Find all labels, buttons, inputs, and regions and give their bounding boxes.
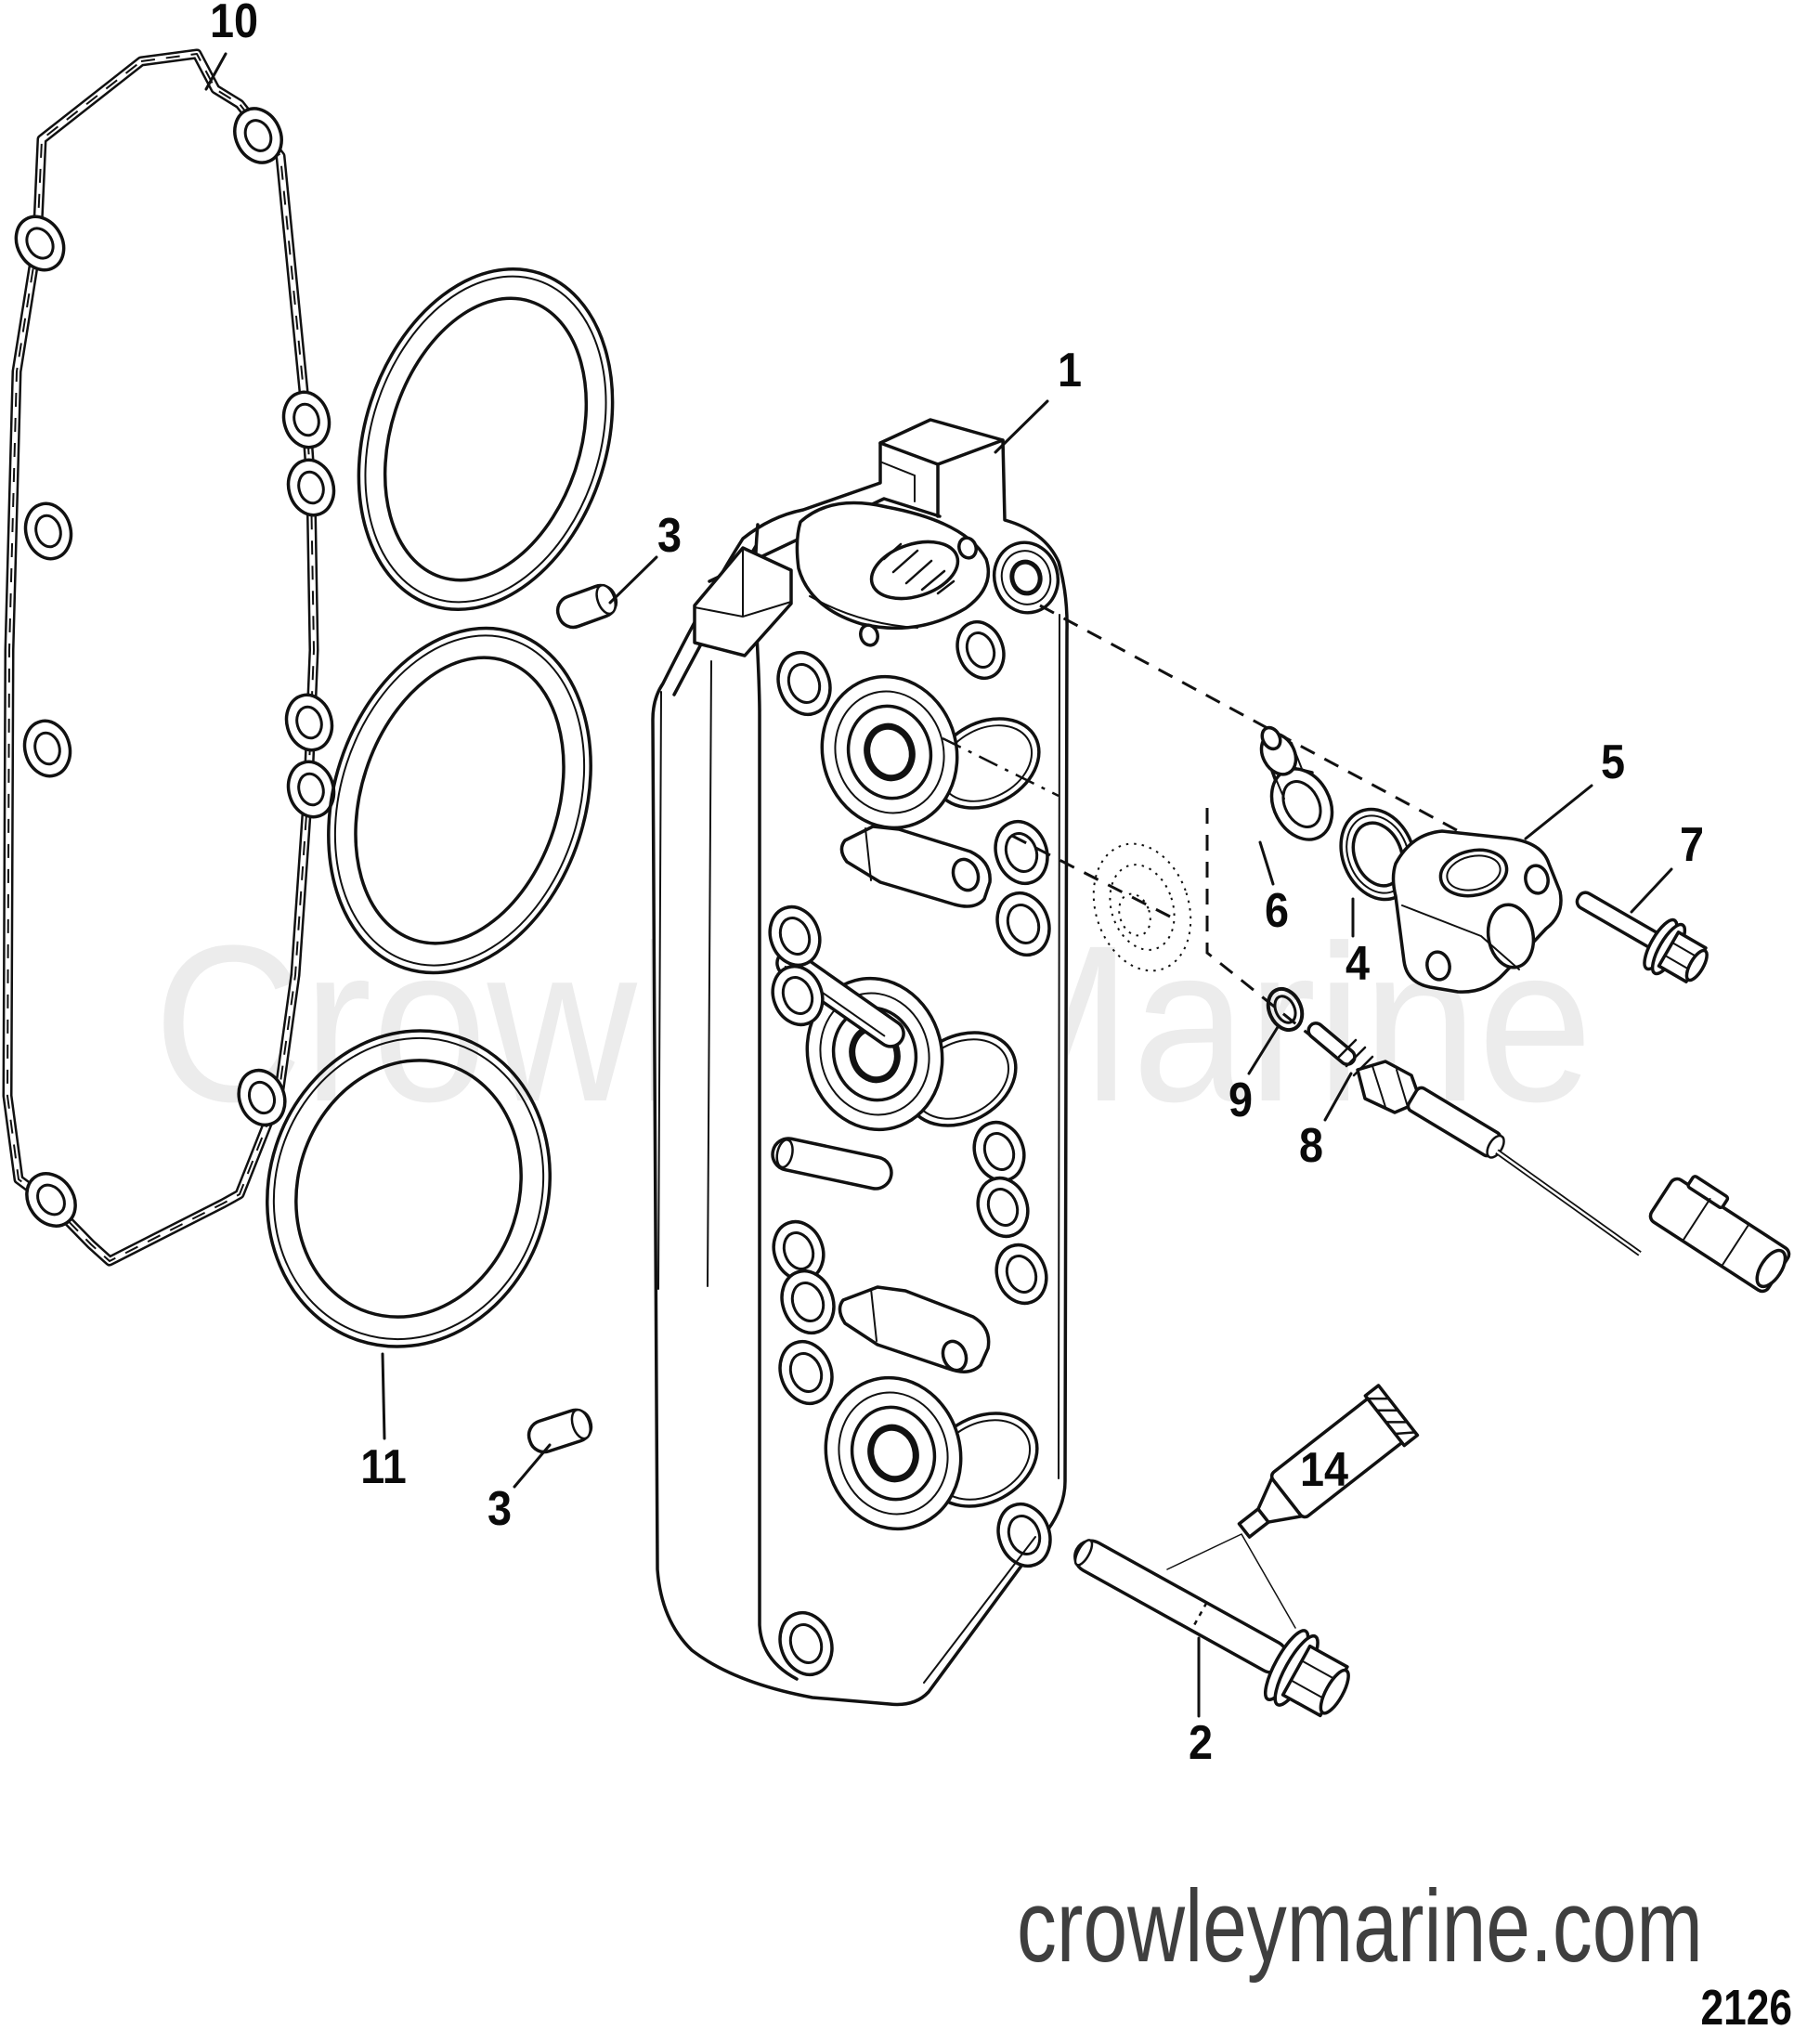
bolt-part-7 bbox=[1575, 891, 1709, 983]
callout-label-10: 10 bbox=[210, 0, 258, 48]
callout-label-8: 8 bbox=[1299, 1119, 1323, 1173]
callout-label-9: 9 bbox=[1228, 1074, 1253, 1127]
site-url-text: crowleymarine.com bbox=[1017, 1869, 1703, 1984]
callout-9: 9 bbox=[1228, 1025, 1280, 1127]
sensor-connector bbox=[1648, 1175, 1791, 1294]
callout-6: 6 bbox=[1258, 840, 1289, 938]
callout-label-4: 4 bbox=[1346, 937, 1370, 991]
lever-bottom bbox=[838, 1285, 991, 1373]
callout-label-5: 5 bbox=[1601, 735, 1625, 789]
callout-label-14: 14 bbox=[1300, 1443, 1349, 1497]
callout-label-11: 11 bbox=[360, 1440, 406, 1494]
callout-10: 10 bbox=[204, 0, 258, 91]
journal-bottom bbox=[824, 1375, 963, 1531]
callout-14: 14 bbox=[1300, 1443, 1349, 1497]
dowel-pin-top bbox=[555, 583, 618, 630]
bracket-part-5 bbox=[1391, 829, 1563, 994]
phantom-lines bbox=[1011, 604, 1468, 1063]
callout-label-3-top: 3 bbox=[657, 509, 682, 563]
gasket-bolt-holes bbox=[14, 107, 336, 1228]
gasket-part-10 bbox=[2, 48, 336, 1267]
lever-top bbox=[839, 825, 992, 908]
callout-3-top: 3 bbox=[608, 509, 682, 605]
callout-label-7: 7 bbox=[1680, 818, 1704, 872]
flange-port-hatch bbox=[882, 542, 956, 595]
callout-7: 7 bbox=[1630, 818, 1704, 914]
adapter-plate-part-1 bbox=[651, 418, 1069, 1707]
callouts: 10 1 3 5 7 6 4 9 bbox=[204, 0, 1704, 1770]
dowel-pin-bottom bbox=[526, 1408, 593, 1454]
journal-top bbox=[820, 674, 959, 830]
footer: crowleymarine.com 2126 bbox=[1017, 1869, 1792, 2030]
callout-label-6: 6 bbox=[1265, 884, 1289, 938]
callout-11: 11 bbox=[360, 1352, 407, 1494]
bolt-part-2 bbox=[1073, 1539, 1350, 1718]
callout-3-bottom: 3 bbox=[488, 1443, 552, 1536]
page-number: 2126 bbox=[1701, 1980, 1792, 2030]
oring-top bbox=[357, 267, 615, 612]
sensor-part-8 bbox=[1306, 1022, 1791, 1294]
oring-part-9 bbox=[1266, 986, 1305, 1033]
callout-label-2: 2 bbox=[1189, 1716, 1213, 1770]
callout-5: 5 bbox=[1524, 735, 1625, 840]
callout-label-3-bottom: 3 bbox=[488, 1482, 512, 1536]
fitting-part-6 bbox=[1259, 725, 1334, 841]
callout-label-1: 1 bbox=[1058, 344, 1082, 397]
small-bosses bbox=[768, 619, 1052, 1677]
callout-8: 8 bbox=[1299, 1072, 1353, 1173]
sealant-tube-part-14 bbox=[1166, 1384, 1420, 1629]
callout-4: 4 bbox=[1346, 897, 1370, 991]
callout-1: 1 bbox=[994, 344, 1082, 454]
callout-2: 2 bbox=[1189, 1636, 1213, 1770]
oring-middle bbox=[327, 626, 592, 975]
